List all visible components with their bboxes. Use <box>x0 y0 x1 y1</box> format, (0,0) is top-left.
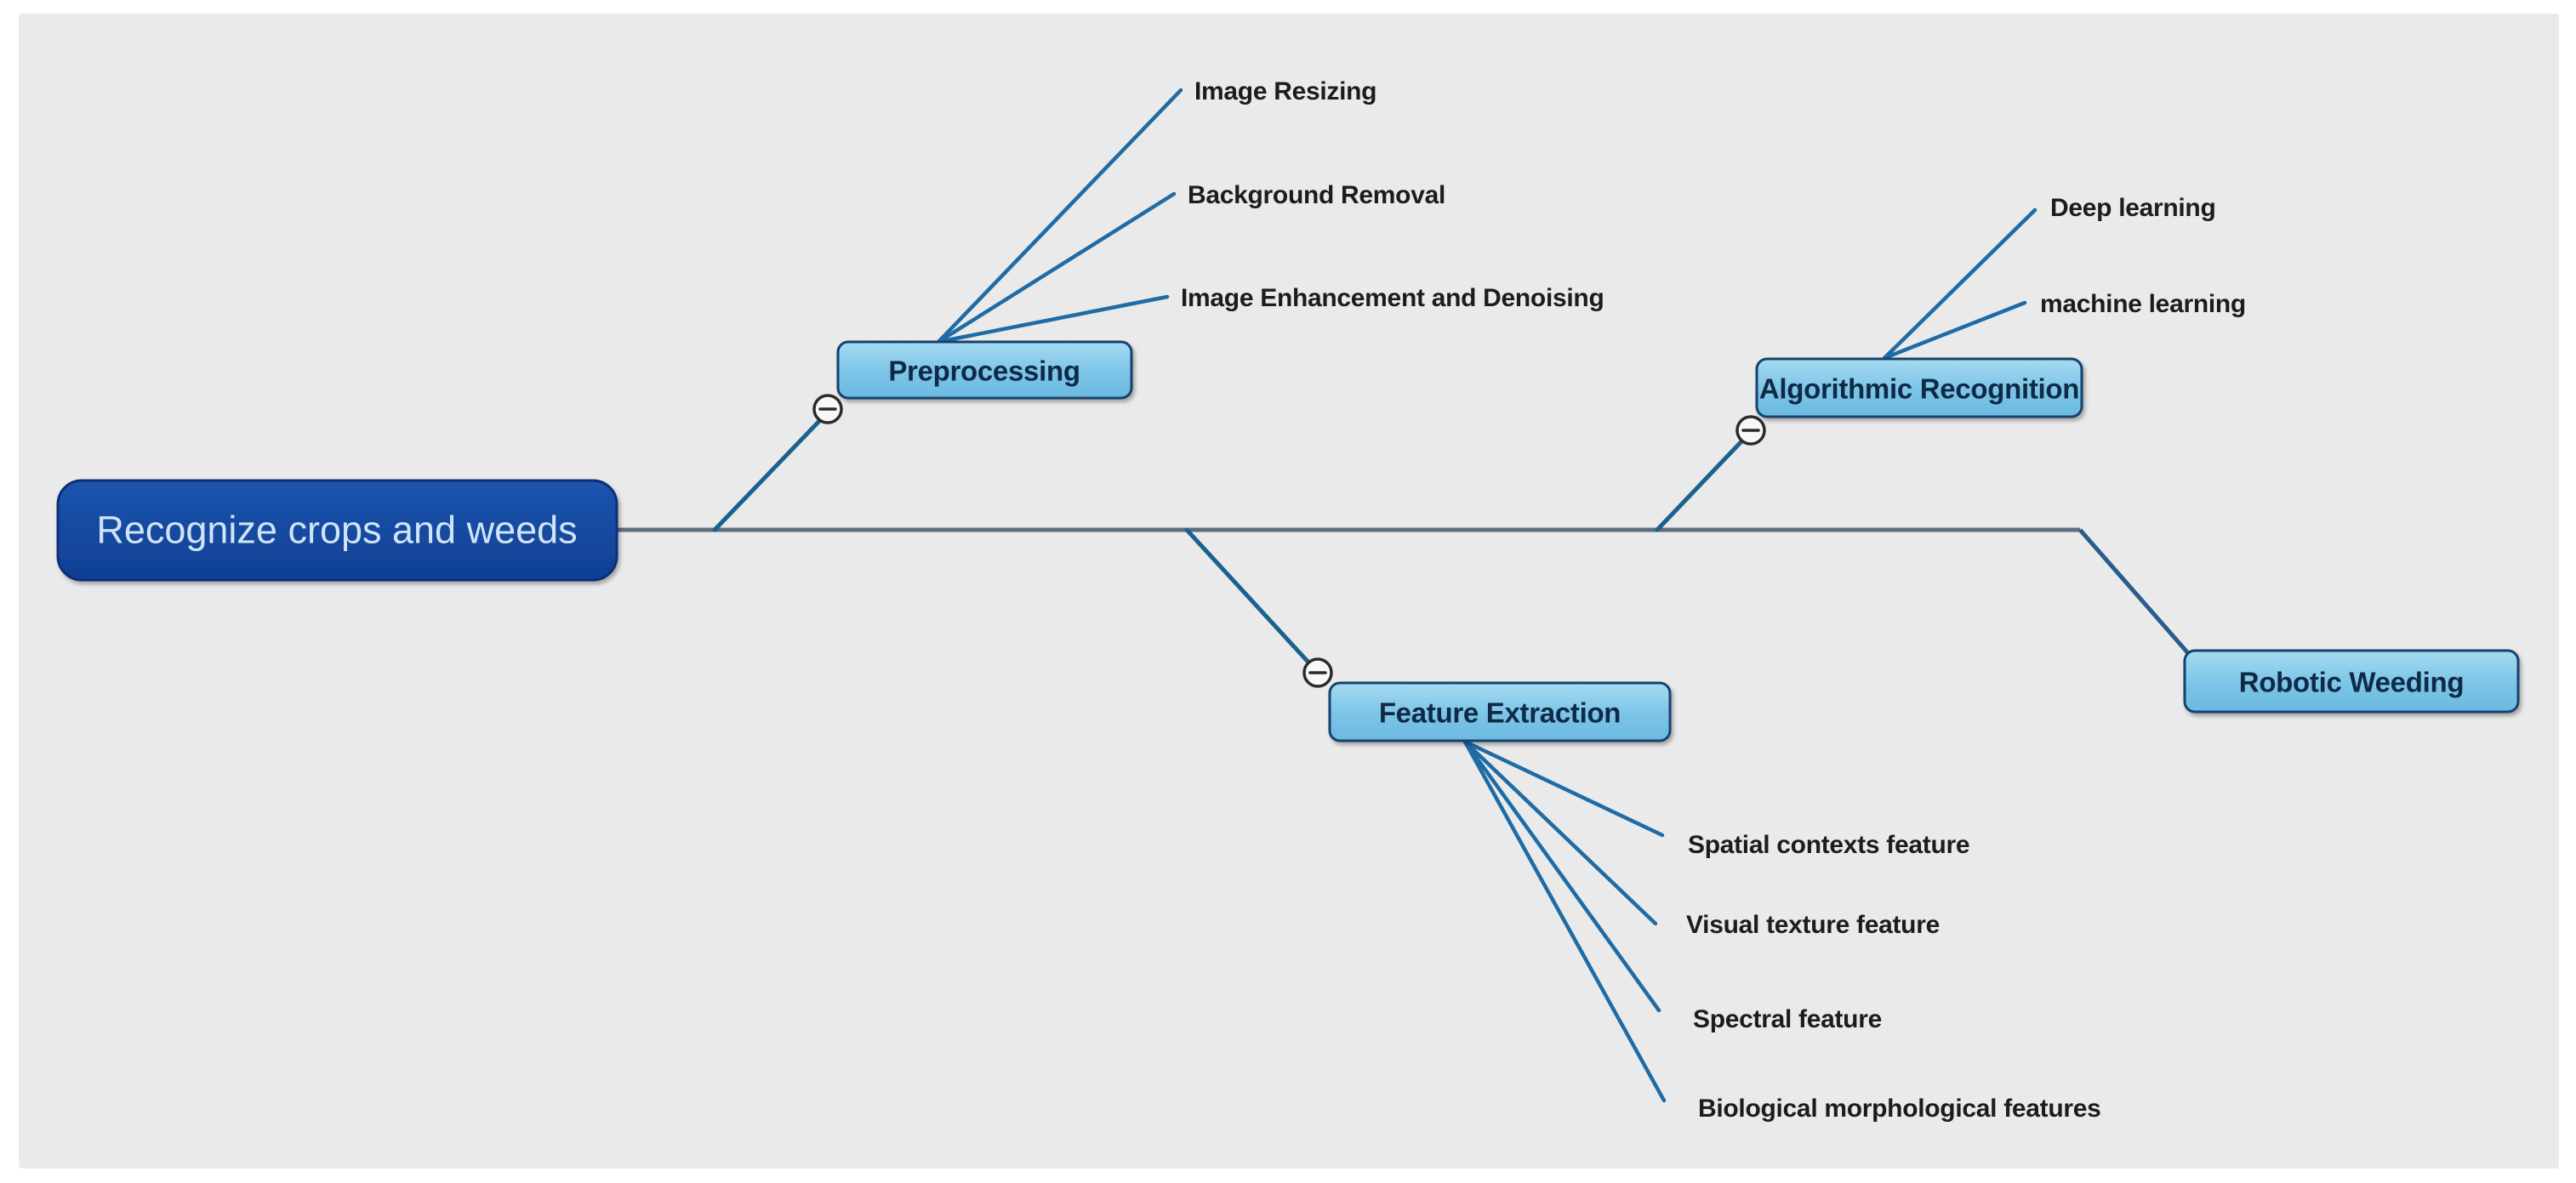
preprocessing-node-box <box>836 340 1133 400</box>
node-feature-extraction[interactable]: Feature Extraction <box>1328 681 1672 742</box>
leaf-node-visual-texture-feature[interactable]: Visual texture feature <box>1686 911 1940 939</box>
leaf-connector-visual-texture <box>1462 739 1658 926</box>
branch-connector-preprocessing <box>712 416 824 532</box>
feature-extraction-node-label: Feature Extraction <box>1379 697 1621 729</box>
trunk-bend-connector <box>2078 528 2190 655</box>
leaf-connector-image-resizing <box>936 88 1183 344</box>
node-preprocessing[interactable]: Preprocessing <box>836 340 1133 400</box>
algorithmic-recognition-node-box <box>1755 357 2083 418</box>
collapse-minus-icon-algorithmic-recognition[interactable] <box>1735 415 1766 446</box>
leaf-node-biological-morphological-features[interactable]: Biological morphological features <box>1698 1095 2101 1123</box>
leaf-connector-background-removal <box>936 191 1177 344</box>
canvas-background <box>19 14 2559 1169</box>
collapse-minus-icon-preprocessing[interactable] <box>812 394 843 424</box>
leaf-connector-spatial-contexts <box>1462 739 1665 838</box>
leaf-node-image-enhancement-and-denoising[interactable]: Image Enhancement and Denoising <box>1181 284 1604 312</box>
leaf-node-background-removal[interactable]: Background Removal <box>1188 181 1445 209</box>
node-root[interactable]: Recognize crops and weeds <box>56 479 618 582</box>
leaf-connector-machine-learning <box>1882 300 2027 361</box>
robotic-weeding-node-label: Robotic Weeding <box>2239 667 2464 698</box>
root-node-label: Recognize crops and weeds <box>96 509 577 552</box>
leaf-connector-deep-learning <box>1882 208 2037 361</box>
leaf-connector-spectral <box>1462 739 1661 1013</box>
preprocessing-node-label: Preprocessing <box>888 355 1080 387</box>
collapse-minus-icon-feature-extraction[interactable] <box>1302 657 1333 688</box>
node-robotic-weeding[interactable]: Robotic Weeding <box>2183 649 2520 714</box>
algorithmic-recognition-node-label: Algorithmic Recognition <box>1759 373 2079 405</box>
branch-connector-feature-extraction <box>1184 527 1314 668</box>
branch-connector-algorithmic-recognition <box>1655 437 1746 532</box>
feature-extraction-node-box <box>1328 681 1672 742</box>
leaf-connector-biological-morphological <box>1462 739 1667 1103</box>
node-algorithmic-recognition[interactable]: Algorithmic Recognition <box>1755 357 2083 418</box>
leaf-node-deep-learning[interactable]: Deep learning <box>2050 194 2216 222</box>
root-node-box <box>56 479 618 582</box>
leaf-node-machine-learning[interactable]: machine learning <box>2040 290 2246 318</box>
robotic-weeding-node-box <box>2183 649 2520 714</box>
leaf-connector-image-enhancement <box>936 294 1170 344</box>
leaf-node-spectral-feature[interactable]: Spectral feature <box>1693 1005 1882 1033</box>
leaf-node-spatial-contexts-feature[interactable]: Spatial contexts feature <box>1688 831 1970 859</box>
leaf-node-image-resizing[interactable]: Image Resizing <box>1194 77 1377 105</box>
